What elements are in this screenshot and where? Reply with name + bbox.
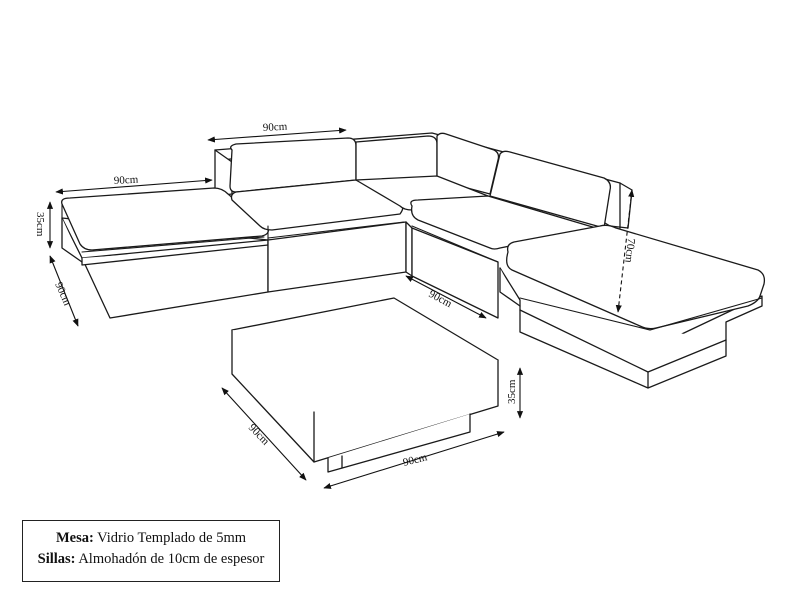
- legend-table-text: Vidrio Templado de 5mm: [97, 530, 247, 546]
- label-table-height: 35cm: [506, 379, 518, 404]
- back-cushion-right: [489, 150, 612, 229]
- ottoman-right-cushion: [506, 224, 766, 330]
- dim-ottoman-width-line: [55, 177, 213, 195]
- legend-table-row: Mesa: Vidrio Templado de 5mm: [23, 528, 279, 549]
- dim-corner-depth-line: [405, 275, 487, 319]
- back-cushion-left: [229, 137, 357, 193]
- label-ottoman-depth: 90cm: [52, 280, 73, 308]
- seat-middle: [230, 179, 407, 293]
- back-cushions: [229, 132, 612, 229]
- label-ottoman-width: 90cm: [114, 174, 139, 187]
- dim-ottoman-depth-line: [49, 255, 79, 327]
- dimension-lines: [46, 127, 635, 489]
- legend-table-label: Mesa:: [55, 530, 94, 546]
- legend-chairs-row: Sillas: Almohadón de 10cm de espesor: [23, 549, 279, 570]
- dim-back-width-line: [207, 127, 347, 143]
- legend-box: Mesa: Vidrio Templado de 5mm Sillas: Alm…: [22, 520, 280, 582]
- ottoman-right: [499, 224, 766, 389]
- dim-table-depth-line: [221, 387, 307, 481]
- label-table-depth: 90cm: [246, 422, 272, 448]
- label-back-height: 70cm: [622, 238, 637, 264]
- dimension-labels: 90cm 90cm 35cm 90cm 90cm 70cm 90cm 90cm …: [34, 121, 637, 469]
- dim-table-width-line: [323, 431, 505, 489]
- label-back-width: 90cm: [263, 121, 288, 134]
- ottoman-left: [61, 187, 270, 319]
- label-seat-height: 35cm: [34, 212, 46, 237]
- label-table-width: 90cm: [402, 451, 429, 469]
- legend-chairs-label: Sillas:: [37, 551, 76, 567]
- legend-chairs-text: Almohadón de 10cm de espesor: [78, 551, 265, 567]
